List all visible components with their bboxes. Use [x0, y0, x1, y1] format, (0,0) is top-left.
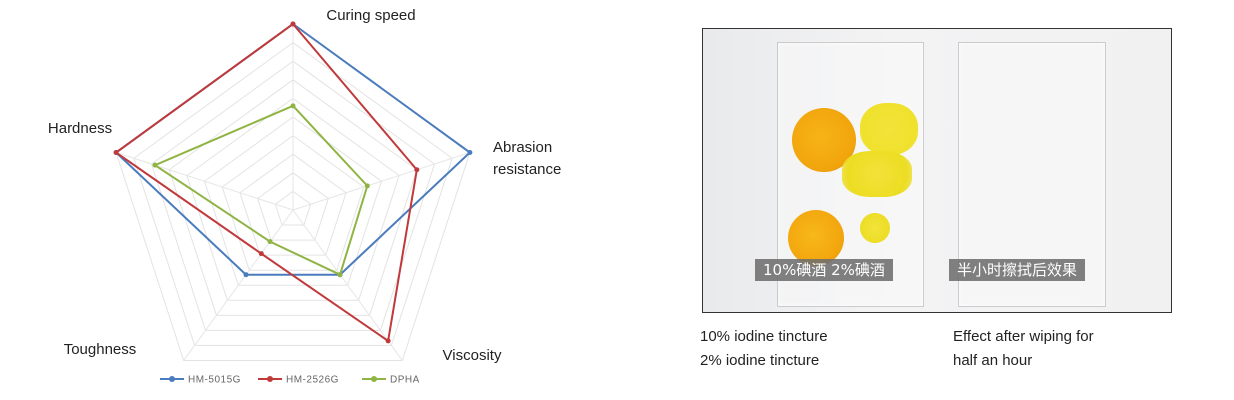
legend-label: DPHA: [390, 375, 420, 386]
photo-description-left-line1: 10% iodine tincture: [700, 328, 828, 345]
radar-legend: HM-5015G HM-2526G DPHA: [160, 375, 420, 386]
photo-description-left: 10% iodine tincture 2% iodine tincture: [700, 325, 900, 373]
stain-2-percent-top: [860, 103, 918, 155]
series-point: [290, 21, 296, 27]
legend-swatch-point: [169, 376, 175, 382]
axis-label: Abrasion resistance: [493, 139, 561, 178]
axis-spoke: [183, 209, 294, 361]
grid-ring: [257, 172, 329, 241]
legend-label: HM-5015G: [188, 375, 241, 386]
grid-ring: [186, 97, 400, 301]
axis-label-line: Viscosity: [443, 347, 502, 364]
axis-label-line: Abrasion: [493, 139, 552, 156]
grid-ring: [168, 79, 418, 316]
axis-label: Viscosity: [443, 347, 502, 364]
photo-description-right: Effect after wiping for half an hour: [953, 325, 1193, 373]
series-point: [337, 272, 343, 278]
photo-description-right-line1: Effect after wiping for: [953, 328, 1094, 345]
axis-label-line: Curing speed: [326, 7, 415, 24]
radar-grid: [115, 23, 471, 361]
radar-series: [113, 21, 473, 344]
series-point: [290, 103, 296, 109]
axis-label-line: resistance: [493, 161, 561, 178]
stain-2-percent-bottom: [860, 213, 890, 243]
axis-spoke: [292, 209, 403, 361]
axis-label: Hardness: [48, 120, 112, 137]
photo-caption-left: 10%碘酒 2%碘酒: [755, 259, 893, 281]
legend-label: HM-2526G: [286, 375, 339, 386]
axis-spoke: [292, 152, 471, 211]
series-point: [267, 239, 273, 245]
iodine-test-photo: 10%碘酒 2%碘酒 半小时擦拭后效果: [702, 28, 1172, 313]
axis-label-line: Hardness: [48, 120, 112, 137]
photo-description-left-line2: 2% iodine tincture: [700, 352, 820, 369]
grid-ring: [203, 116, 383, 286]
legend-swatch-point: [267, 376, 273, 382]
series-point: [113, 150, 119, 156]
series-point: [258, 251, 264, 257]
photo-caption-right: 半小时擦拭后效果: [949, 259, 1086, 281]
photo-description-right-line2: half an hour: [953, 352, 1033, 369]
series-point: [467, 150, 473, 156]
grid-ring: [150, 60, 436, 331]
grid-ring: [274, 190, 312, 226]
series-point: [364, 183, 370, 189]
grid-ring: [239, 153, 347, 256]
axis-label-line: Toughness: [64, 341, 137, 358]
legend-swatch-point: [371, 376, 377, 382]
grid-ring: [221, 134, 365, 271]
axis-spoke: [115, 152, 294, 211]
series-point: [243, 272, 249, 278]
axis-label: Curing speed: [326, 7, 415, 24]
series-point: [385, 338, 391, 344]
grid-ring: [133, 41, 453, 346]
series-point: [152, 162, 158, 168]
series-line-1: [114, 22, 418, 343]
series-line-2: [152, 104, 369, 277]
stain-2-percent-middle: [842, 151, 912, 197]
axis-label: Toughness: [64, 341, 137, 358]
series-point: [414, 167, 420, 173]
stain-10-percent-bottom: [788, 210, 844, 266]
